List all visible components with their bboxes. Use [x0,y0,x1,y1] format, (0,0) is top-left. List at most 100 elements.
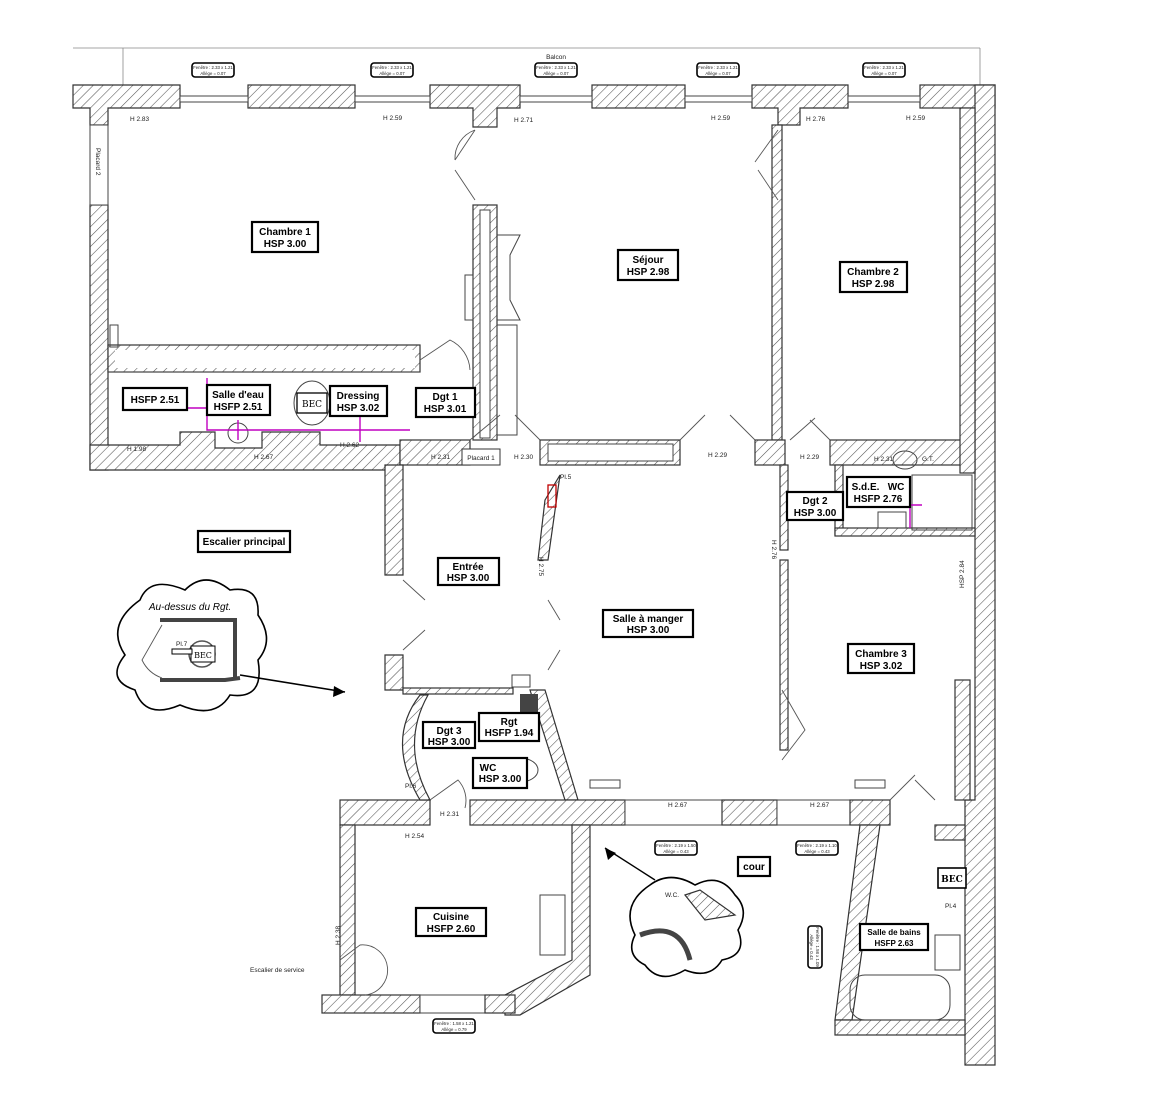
room-dgt-3: Dgt 3 HSP 3.00 [421,720,477,750]
room-name: Salle de bains [867,928,921,937]
room-escalier-service: Escalier de service [250,967,305,974]
svg-text:Fenêtre : 2.33 x 1.21: Fenêtre : 2.33 x 1.21 [372,65,412,70]
room-cour: cour [736,855,772,878]
room-labels: Chambre 1 HSP 3.00 Séjour HSP 2.98 Chamb… [121,220,967,974]
room-height: HSFP 2.76 [854,494,903,505]
room-salle-a-manger: Salle à manger HSP 3.00 [601,608,695,639]
height-label: H 2.54 [405,833,425,840]
pl7-label: Pl.7 [176,641,188,648]
room-name: Rgt [501,717,518,728]
room-name: Dgt 1 [433,392,458,403]
room-height: HSP 3.00 [447,573,490,584]
height-label: H 2.71 [514,117,534,124]
placard-1-label: Placard 1 [467,455,495,462]
room-chambre-2: Chambre 2 HSP 2.98 [838,260,909,294]
room-name: Dressing [337,391,380,402]
room-name: Chambre 3 [855,649,907,660]
svg-text:Allège = 0.07: Allège = 0.07 [200,71,226,76]
svg-text:Fenêtre : 1.58 x 1.09: Fenêtre : 1.58 x 1.09 [815,927,820,967]
room-sejour: Séjour HSP 2.98 [616,248,680,282]
pl6-label: Pl.6 [405,783,417,790]
callout-title: W.C. [665,892,679,899]
room-escalier-principal: Escalier principal [196,529,292,554]
room-name: Dgt 3 [437,726,462,737]
room-dgt-2: Dgt 2 HSP 3.00 [785,490,845,522]
height-label: H 2.59 [711,115,731,122]
svg-text:Allège = 0.07: Allège = 0.07 [379,71,405,76]
room-chambre-1: Chambre 1 HSP 3.00 [250,220,320,254]
fixture-labels: Placard 1 Placard 2 Pl.4 Pl.5 Pl.6 G.T. [94,148,957,910]
room-height: HSP 2.98 [852,279,895,290]
room-height: HSP 3.02 [860,661,903,672]
room-salle-de-bains: Salle de bains HSFP 2.63 [858,922,930,952]
height-label: H 2.31 [874,456,894,463]
height-label: H 2.30 [514,454,534,461]
room-name: Chambre 2 [847,267,899,278]
svg-text:Fenêtre : 2.19 x 1.50: Fenêtre : 2.19 x 1.50 [656,843,696,848]
room-wc: WC HSP 3.00 [471,756,529,790]
pl5-label: Pl.5 [560,474,572,481]
placard-2-label: Placard 2 [94,148,101,176]
height-annotations: H 2.83 H 2.59 H 2.71 H 2.59 H 2.76 H 2.5… [127,115,966,945]
room-height: HSFP 2.60 [427,924,476,935]
room-name: cour [743,862,765,873]
room-hsfp-alcove: HSFP 2.51 [121,386,189,412]
room-sde-wc: S.d.E. WC HSFP 2.76 [845,475,912,509]
height-label: H 2.29 [708,452,728,459]
gt-label: G.T. [922,456,934,463]
callout-wc: W.C. [604,847,745,978]
bec-box: BEC [296,392,328,414]
room-name: WC [480,763,497,774]
bec-box: BEC [937,867,967,889]
height-label: HSP 2.84 [959,560,966,588]
room-height: HSFP 2.51 [214,402,263,413]
svg-text:Fenêtre : 2.33 x 1.21: Fenêtre : 2.33 x 1.21 [698,65,738,70]
room-height: HSFP 2.51 [131,395,180,406]
height-label: H 2.31 [440,811,460,818]
height-label: H 2.76 [806,116,826,123]
room-dressing: Dressing HSP 3.02 [328,384,389,418]
room-name: S.d.E. WC [852,482,905,493]
room-height: HSP 3.00 [627,625,670,636]
svg-text:Allège = 0.07: Allège = 0.07 [871,71,897,76]
height-label: H 2.31 [431,454,451,461]
room-name: Salle d'eau [212,390,264,401]
room-height: HSP 3.00 [428,737,471,748]
bec-label: BEC [941,875,963,885]
svg-text:Allège = 0.79: Allège = 0.79 [441,1027,467,1032]
height-label: H 2.67 [668,802,688,809]
bec-label: BEC [194,651,212,660]
room-height: HSFP 2.63 [875,939,915,948]
svg-text:Fenêtre : 2.33 x 1.21: Fenêtre : 2.33 x 1.21 [536,65,576,70]
room-rgt: Rgt HSFP 1.94 [477,711,541,743]
height-label: H 2.62 [340,442,360,449]
room-name: Chambre 1 [259,227,311,238]
room-height: HSP 3.00 [794,508,837,519]
svg-text:Allège = 0.43: Allège = 0.43 [804,849,830,854]
bec-label: BEC [302,400,322,410]
svg-text:Fenêtre : 2.33 x 1.21: Fenêtre : 2.33 x 1.21 [864,65,904,70]
room-height: HSP 2.98 [627,267,670,278]
svg-text:Allège = 0.07: Allège = 0.07 [705,71,731,76]
height-label: H 2.38 [335,925,342,945]
facade-windows [179,95,921,103]
height-label: H 2.83 [130,116,150,123]
room-chambre-3: Chambre 3 HSP 3.02 [846,642,916,675]
svg-text:Allège = 0.07: Allège = 0.07 [543,71,569,76]
walls [72,84,996,1066]
doors [339,129,936,996]
pl4-label: Pl.4 [945,903,957,910]
room-name: Salle à manger [613,614,684,625]
balcony-label: Balcon [546,54,566,61]
svg-text:Fenêtre : 2.33 x 1.21: Fenêtre : 2.33 x 1.21 [193,65,233,70]
